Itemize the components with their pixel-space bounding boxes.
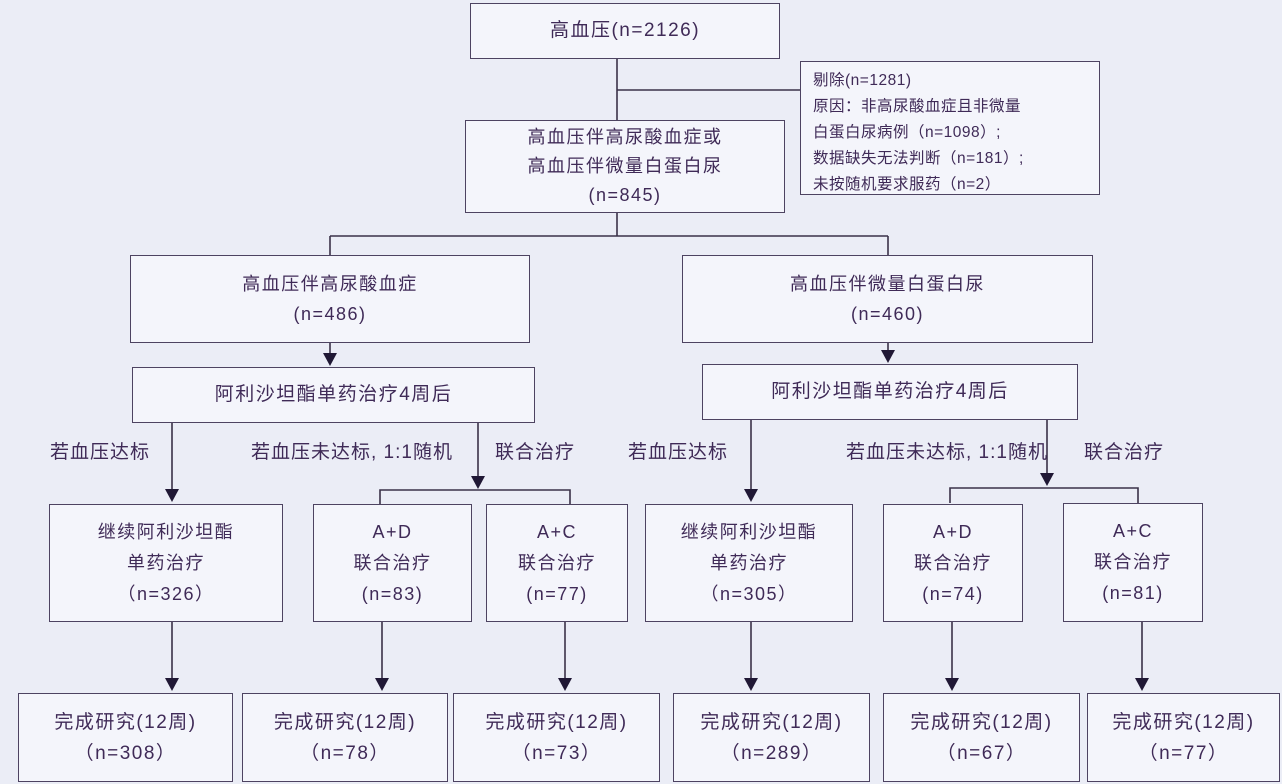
node-label: 完成研究(12周) <box>54 711 197 733</box>
excluded-line: 数据缺失无法判断（n=181）; <box>813 150 1024 167</box>
node-count: （n=308） <box>74 742 177 764</box>
node-count: （n=73） <box>511 742 602 764</box>
node-hypertension: 高血压(n=2126) <box>470 3 780 59</box>
node-monotherapy-left: 阿利沙坦酯单药治疗4周后 <box>132 367 535 423</box>
node-complete-4: 完成研究(12周) （n=289） <box>673 693 870 782</box>
node-label: 阿利沙坦酯单药治疗4周后 <box>771 381 1009 402</box>
excluded-line: 原因：非高尿酸血症且非微量 <box>813 98 1022 115</box>
node-label: 完成研究(12周) <box>700 711 843 733</box>
node-count: （n=78） <box>300 742 390 764</box>
node-count: (n=460) <box>850 304 925 324</box>
node-label: 高血压伴微量白蛋白尿 <box>790 274 985 294</box>
node-branch-hyperuricemia: 高血压伴高尿酸血症 (n=486) <box>130 255 530 343</box>
node-count: （n=289） <box>720 742 823 764</box>
node-label: 完成研究(12周) <box>1112 711 1255 733</box>
excluded-line: 白蛋白尿病例（n=1098）; <box>813 124 1001 141</box>
label-bp-reached-left: 若血压达标 <box>50 442 151 463</box>
node-label: A+C <box>536 521 578 542</box>
node-count: （n=305） <box>700 583 798 604</box>
node-label: A+D <box>932 521 974 542</box>
node-label: 高血压伴高尿酸血症 <box>242 274 418 294</box>
node-label: 完成研究(12周) <box>485 711 628 733</box>
node-label: A+D <box>372 521 413 542</box>
node-label: 高血压伴高尿酸血症或 <box>527 127 723 147</box>
label-bp-not-reached-left: 若血压未达标, 1:1随机 联合治疗 <box>251 442 575 463</box>
node-complete-5: 完成研究(12周) （n=67） <box>883 693 1080 782</box>
node-label: 完成研究(12周) <box>910 711 1053 733</box>
node-label: 阿利沙坦酯单药治疗4周后 <box>214 384 453 405</box>
node-label: 联合治疗 <box>518 552 596 573</box>
node-label: 联合治疗 <box>353 552 432 573</box>
node-complete-1: 完成研究(12周) （n=308） <box>18 693 233 782</box>
node-branch-microalbuminuria: 高血压伴微量白蛋白尿 (n=460) <box>682 255 1093 343</box>
node-label: 继续阿利沙坦酯 <box>680 521 818 542</box>
excluded-line: 未按随机要求服药（n=2） <box>813 176 1001 193</box>
node-count: (n=845) <box>588 185 662 205</box>
node-count: (n=486) <box>293 304 367 324</box>
node-a-plus-d-left: A+D 联合治疗 (n=83) <box>313 504 472 622</box>
node-eligible: 高血压伴高尿酸血症或 高血压伴微量白蛋白尿 (n=845) <box>465 120 785 213</box>
node-count: （n=67） <box>936 742 1027 764</box>
node-label: 联合治疗 <box>1094 552 1172 572</box>
node-complete-6: 完成研究(12周) （n=77） <box>1087 693 1280 782</box>
arrowhead <box>165 350 1149 691</box>
node-monotherapy-right: 阿利沙坦酯单药治疗4周后 <box>702 364 1078 420</box>
label-bp-not-reached-right: 若血压未达标, 1:1随机 联合治疗 <box>846 442 1164 463</box>
node-continue-mono-left: 继续阿利沙坦酯 单药治疗 （n=326） <box>49 504 283 622</box>
node-label: 高血压(n=2126) <box>549 20 701 41</box>
node-label: 完成研究(12周) <box>273 711 417 733</box>
node-a-plus-c-right: A+C 联合治疗 (n=81) <box>1063 503 1203 622</box>
node-a-plus-d-right: A+D 联合治疗 (n=74) <box>883 504 1023 622</box>
node-label: A+C <box>1112 521 1154 541</box>
node-count: (n=81) <box>1102 583 1164 603</box>
node-label: 联合治疗 <box>914 552 992 573</box>
node-a-plus-c-left: A+C 联合治疗 (n=77) <box>486 504 628 622</box>
node-count: (n=77) <box>526 583 588 604</box>
label-bp-reached-right: 若血压达标 <box>628 442 729 463</box>
node-label: 单药治疗 <box>127 552 205 573</box>
node-label: 高血压伴微量白蛋白尿 <box>527 156 723 176</box>
node-count: （n=77） <box>1138 742 1229 764</box>
node-complete-2: 完成研究(12周) （n=78） <box>242 693 448 782</box>
node-count: (n=74) <box>922 583 984 604</box>
node-label: 继续阿利沙坦酯 <box>97 521 235 542</box>
node-excluded: 剔除(n=1281) 原因：非高尿酸血症且非微量 白蛋白尿病例（n=1098）;… <box>800 61 1100 195</box>
node-complete-3: 完成研究(12周) （n=73） <box>453 693 660 782</box>
node-label: 单药治疗 <box>710 552 788 573</box>
node-count: (n=83) <box>361 583 424 604</box>
excluded-line: 剔除(n=1281) <box>813 72 912 89</box>
node-count: （n=326） <box>117 583 215 604</box>
node-continue-mono-right: 继续阿利沙坦酯 单药治疗 （n=305） <box>645 504 853 622</box>
